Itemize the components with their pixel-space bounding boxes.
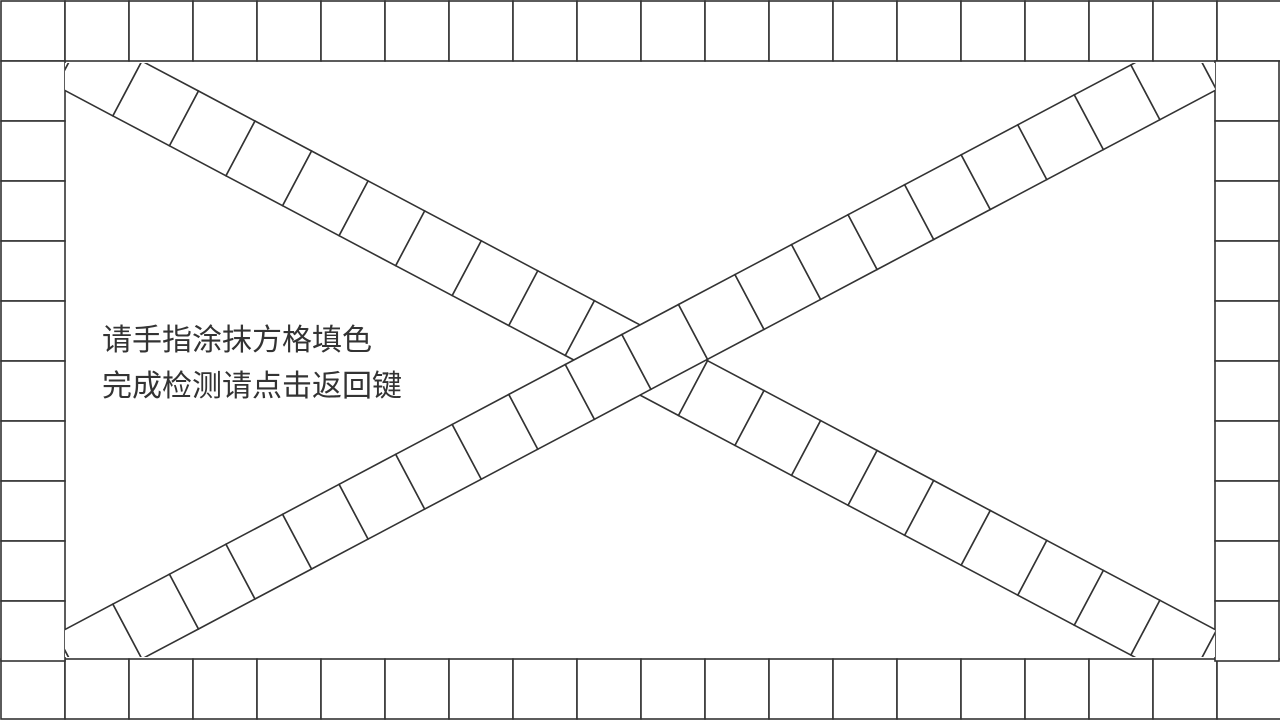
grid-cell-bottom[interactable]: [448, 658, 514, 720]
grid-cell-right[interactable]: [1214, 240, 1280, 302]
grid-cell-top[interactable]: [1088, 0, 1154, 62]
diagonal-cell-down[interactable]: [56, 31, 142, 117]
grid-cell-top[interactable]: [256, 0, 322, 62]
grid-cell-top[interactable]: [768, 0, 834, 62]
grid-cell-top[interactable]: [960, 0, 1026, 62]
grid-cell-bottom[interactable]: [192, 658, 258, 720]
grid-cell-right[interactable]: [1214, 600, 1280, 662]
grid-cell-bottom[interactable]: [896, 658, 962, 720]
grid-cell-bottom[interactable]: [1088, 658, 1154, 720]
grid-cell-left[interactable]: [0, 480, 66, 542]
grid-cell-right[interactable]: [1214, 480, 1280, 542]
grid-cell-bottom[interactable]: [576, 658, 642, 720]
grid-cell-bottom[interactable]: [1024, 658, 1090, 720]
grid-cell-top[interactable]: [576, 0, 642, 62]
grid-cell-top[interactable]: [320, 0, 386, 62]
grid-cell-top[interactable]: [0, 0, 66, 62]
grid-cell-bottom[interactable]: [0, 658, 66, 720]
grid-cell-bottom[interactable]: [512, 658, 578, 720]
grid-cell-top[interactable]: [192, 0, 258, 62]
grid-cell-left[interactable]: [0, 60, 66, 122]
grid-cell-left[interactable]: [0, 240, 66, 302]
grid-cell-top[interactable]: [64, 0, 130, 62]
grid-cell-top[interactable]: [896, 0, 962, 62]
grid-cell-right[interactable]: [1214, 420, 1280, 482]
grid-cell-left[interactable]: [0, 600, 66, 662]
grid-cell-right[interactable]: [1214, 360, 1280, 422]
grid-cell-right[interactable]: [1214, 180, 1280, 242]
grid-cell-right[interactable]: [1214, 120, 1280, 182]
grid-cell-right[interactable]: [1214, 300, 1280, 362]
grid-cell-top[interactable]: [128, 0, 194, 62]
grid-cell-right[interactable]: [1214, 540, 1280, 602]
grid-cell-bottom[interactable]: [1216, 658, 1280, 720]
diagonal-cell-down[interactable]: [1187, 630, 1273, 715]
grid-cell-top[interactable]: [640, 0, 706, 62]
grid-cell-bottom[interactable]: [256, 658, 322, 720]
grid-cell-left[interactable]: [0, 300, 66, 362]
grid-cell-bottom[interactable]: [384, 658, 450, 720]
diagonal-cell-up[interactable]: [1129, 35, 1217, 121]
grid-cell-top[interactable]: [1024, 0, 1090, 62]
grid-cell-top[interactable]: [1152, 0, 1218, 62]
grid-cell-bottom[interactable]: [960, 658, 1026, 720]
grid-cell-bottom[interactable]: [1152, 658, 1218, 720]
grid-cell-right[interactable]: [1214, 60, 1280, 122]
grid-cell-left[interactable]: [0, 360, 66, 422]
grid-cell-top[interactable]: [832, 0, 898, 62]
grid-cell-left[interactable]: [0, 420, 66, 482]
grid-cell-top[interactable]: [1216, 0, 1280, 62]
diagonal-cell-down[interactable]: [1129, 599, 1217, 685]
grid-cell-top[interactable]: [448, 0, 514, 62]
grid-cell-bottom[interactable]: [320, 658, 386, 720]
grid-cell-bottom[interactable]: [128, 658, 194, 720]
grid-cell-bottom[interactable]: [832, 658, 898, 720]
grid-cell-left[interactable]: [0, 120, 66, 182]
diagonal-cell-up[interactable]: [1187, 5, 1273, 90]
grid-cell-top[interactable]: [512, 0, 578, 62]
grid-cell-bottom[interactable]: [640, 658, 706, 720]
grid-cell-top[interactable]: [704, 0, 770, 62]
grid-cell-left[interactable]: [0, 540, 66, 602]
grid-cell-top[interactable]: [384, 0, 450, 62]
grid-cell-bottom[interactable]: [704, 658, 770, 720]
grid-cell-bottom[interactable]: [768, 658, 834, 720]
grid-cell-left[interactable]: [0, 180, 66, 242]
grid-cell-bottom[interactable]: [64, 658, 130, 720]
